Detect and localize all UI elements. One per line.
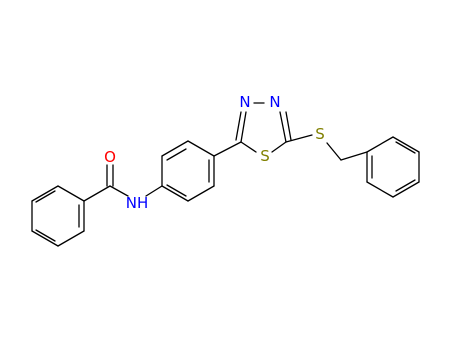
bond xyxy=(271,141,287,153)
bond xyxy=(83,185,111,202)
carbonyl-oxygen-label: O xyxy=(104,148,116,166)
bond xyxy=(187,185,215,202)
bond xyxy=(392,181,420,198)
thiadiazole-n3-label: N xyxy=(239,93,250,111)
amide-group xyxy=(83,164,163,202)
bond xyxy=(235,111,242,141)
bond xyxy=(57,230,85,247)
bond xyxy=(31,185,59,202)
thiadiazole-ring xyxy=(235,102,292,153)
bond xyxy=(161,140,189,157)
bond xyxy=(366,136,394,153)
thiadiazole-sulfur-label: S xyxy=(260,147,270,165)
bond xyxy=(166,184,187,197)
phenylene-ring xyxy=(161,140,215,202)
bond xyxy=(240,111,247,143)
bond xyxy=(161,185,189,202)
benzoyl-ring xyxy=(31,185,85,247)
bond xyxy=(57,185,85,202)
bond xyxy=(392,136,420,153)
benzylthio-group xyxy=(285,134,368,161)
bond xyxy=(35,190,56,203)
bond xyxy=(166,148,187,161)
bond xyxy=(279,111,287,143)
bond xyxy=(366,181,394,198)
bond xyxy=(109,185,129,197)
bond xyxy=(340,151,368,161)
thioether-sulfur-label: S xyxy=(315,125,325,143)
bond xyxy=(326,142,342,161)
bond xyxy=(187,140,215,157)
bond xyxy=(395,141,416,154)
bond xyxy=(145,185,163,197)
bond xyxy=(285,134,313,143)
bond xyxy=(31,230,59,247)
amide-nitrogen-label: NH xyxy=(126,194,149,212)
benzyl-ring xyxy=(366,136,420,198)
bond xyxy=(213,141,242,157)
bond xyxy=(240,141,257,153)
thiadiazole-n4-label: N xyxy=(269,93,280,111)
bond xyxy=(395,179,416,192)
bond xyxy=(35,229,56,242)
bond xyxy=(285,111,292,141)
